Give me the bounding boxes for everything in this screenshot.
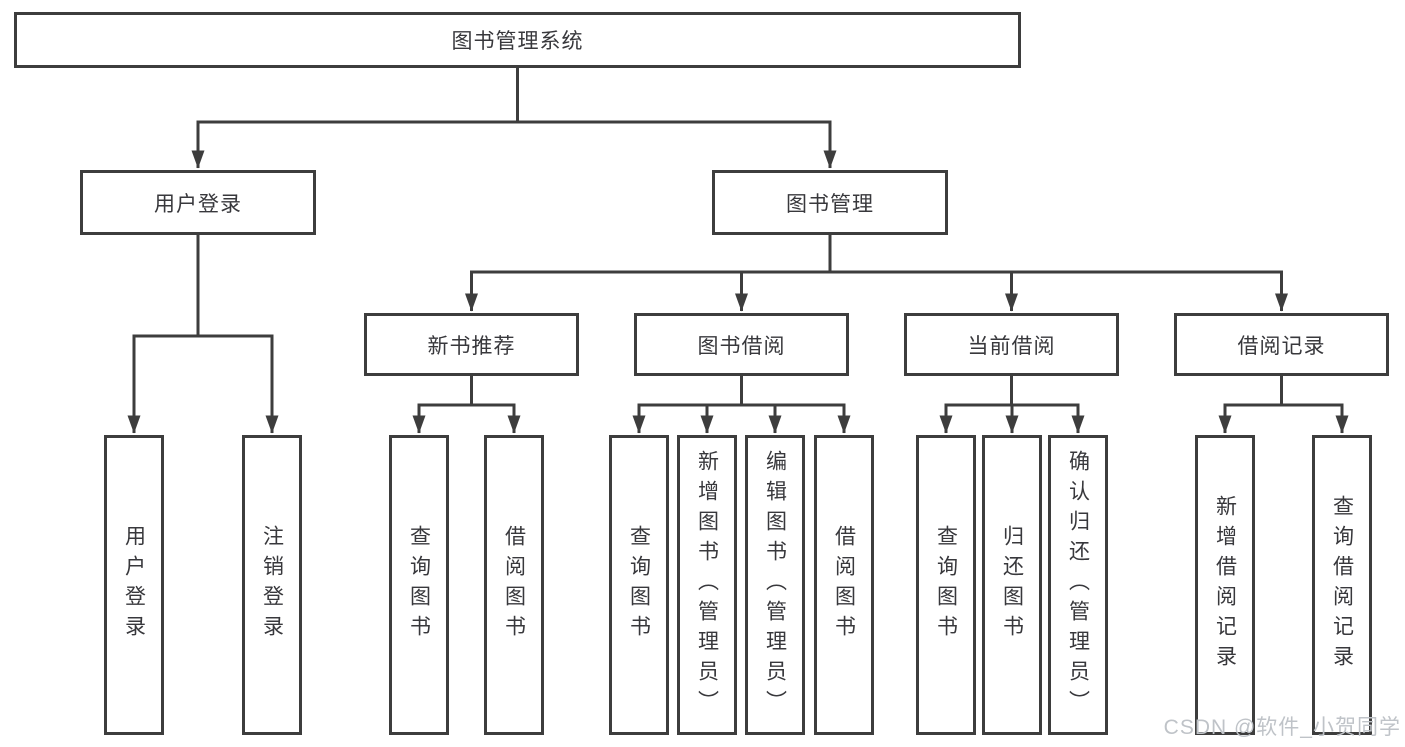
node-book-management: 图书管理 [712, 170, 948, 235]
leaf-borrow-add-books-admin: 新增图书（管理员） [677, 435, 737, 735]
connector-group [127, 68, 1349, 434]
node-current-borrow: 当前借阅 [904, 313, 1119, 376]
node-borrow-records: 借阅记录 [1174, 313, 1389, 376]
leaf-newbooks-query-books: 查询图书 [389, 435, 449, 735]
node-book-borrow: 图书借阅 [634, 313, 849, 376]
leaf-current-return-books: 归还图书 [982, 435, 1042, 735]
leaf-records-add-record: 新增借阅记录 [1195, 435, 1255, 735]
leaf-records-query-record: 查询借阅记录 [1312, 435, 1372, 735]
leaf-newbooks-borrow-books: 借阅图书 [484, 435, 544, 735]
leaf-current-query-books: 查询图书 [916, 435, 976, 735]
node-root: 图书管理系统 [14, 12, 1021, 68]
leaf-current-confirm-return-admin: 确认归还（管理员） [1048, 435, 1108, 735]
leaf-user-login: 用户登录 [104, 435, 164, 735]
node-new-book-recommend: 新书推荐 [364, 313, 579, 376]
watermark-text: CSDN @软件_小贺同学 [1163, 716, 1401, 739]
leaf-borrow-borrow-books: 借阅图书 [814, 435, 874, 735]
node-user-login: 用户登录 [80, 170, 316, 235]
leaf-logout-login: 注销登录 [242, 435, 302, 735]
leaf-borrow-query-books: 查询图书 [609, 435, 669, 735]
leaf-borrow-edit-books-admin: 编辑图书（管理员） [745, 435, 805, 735]
